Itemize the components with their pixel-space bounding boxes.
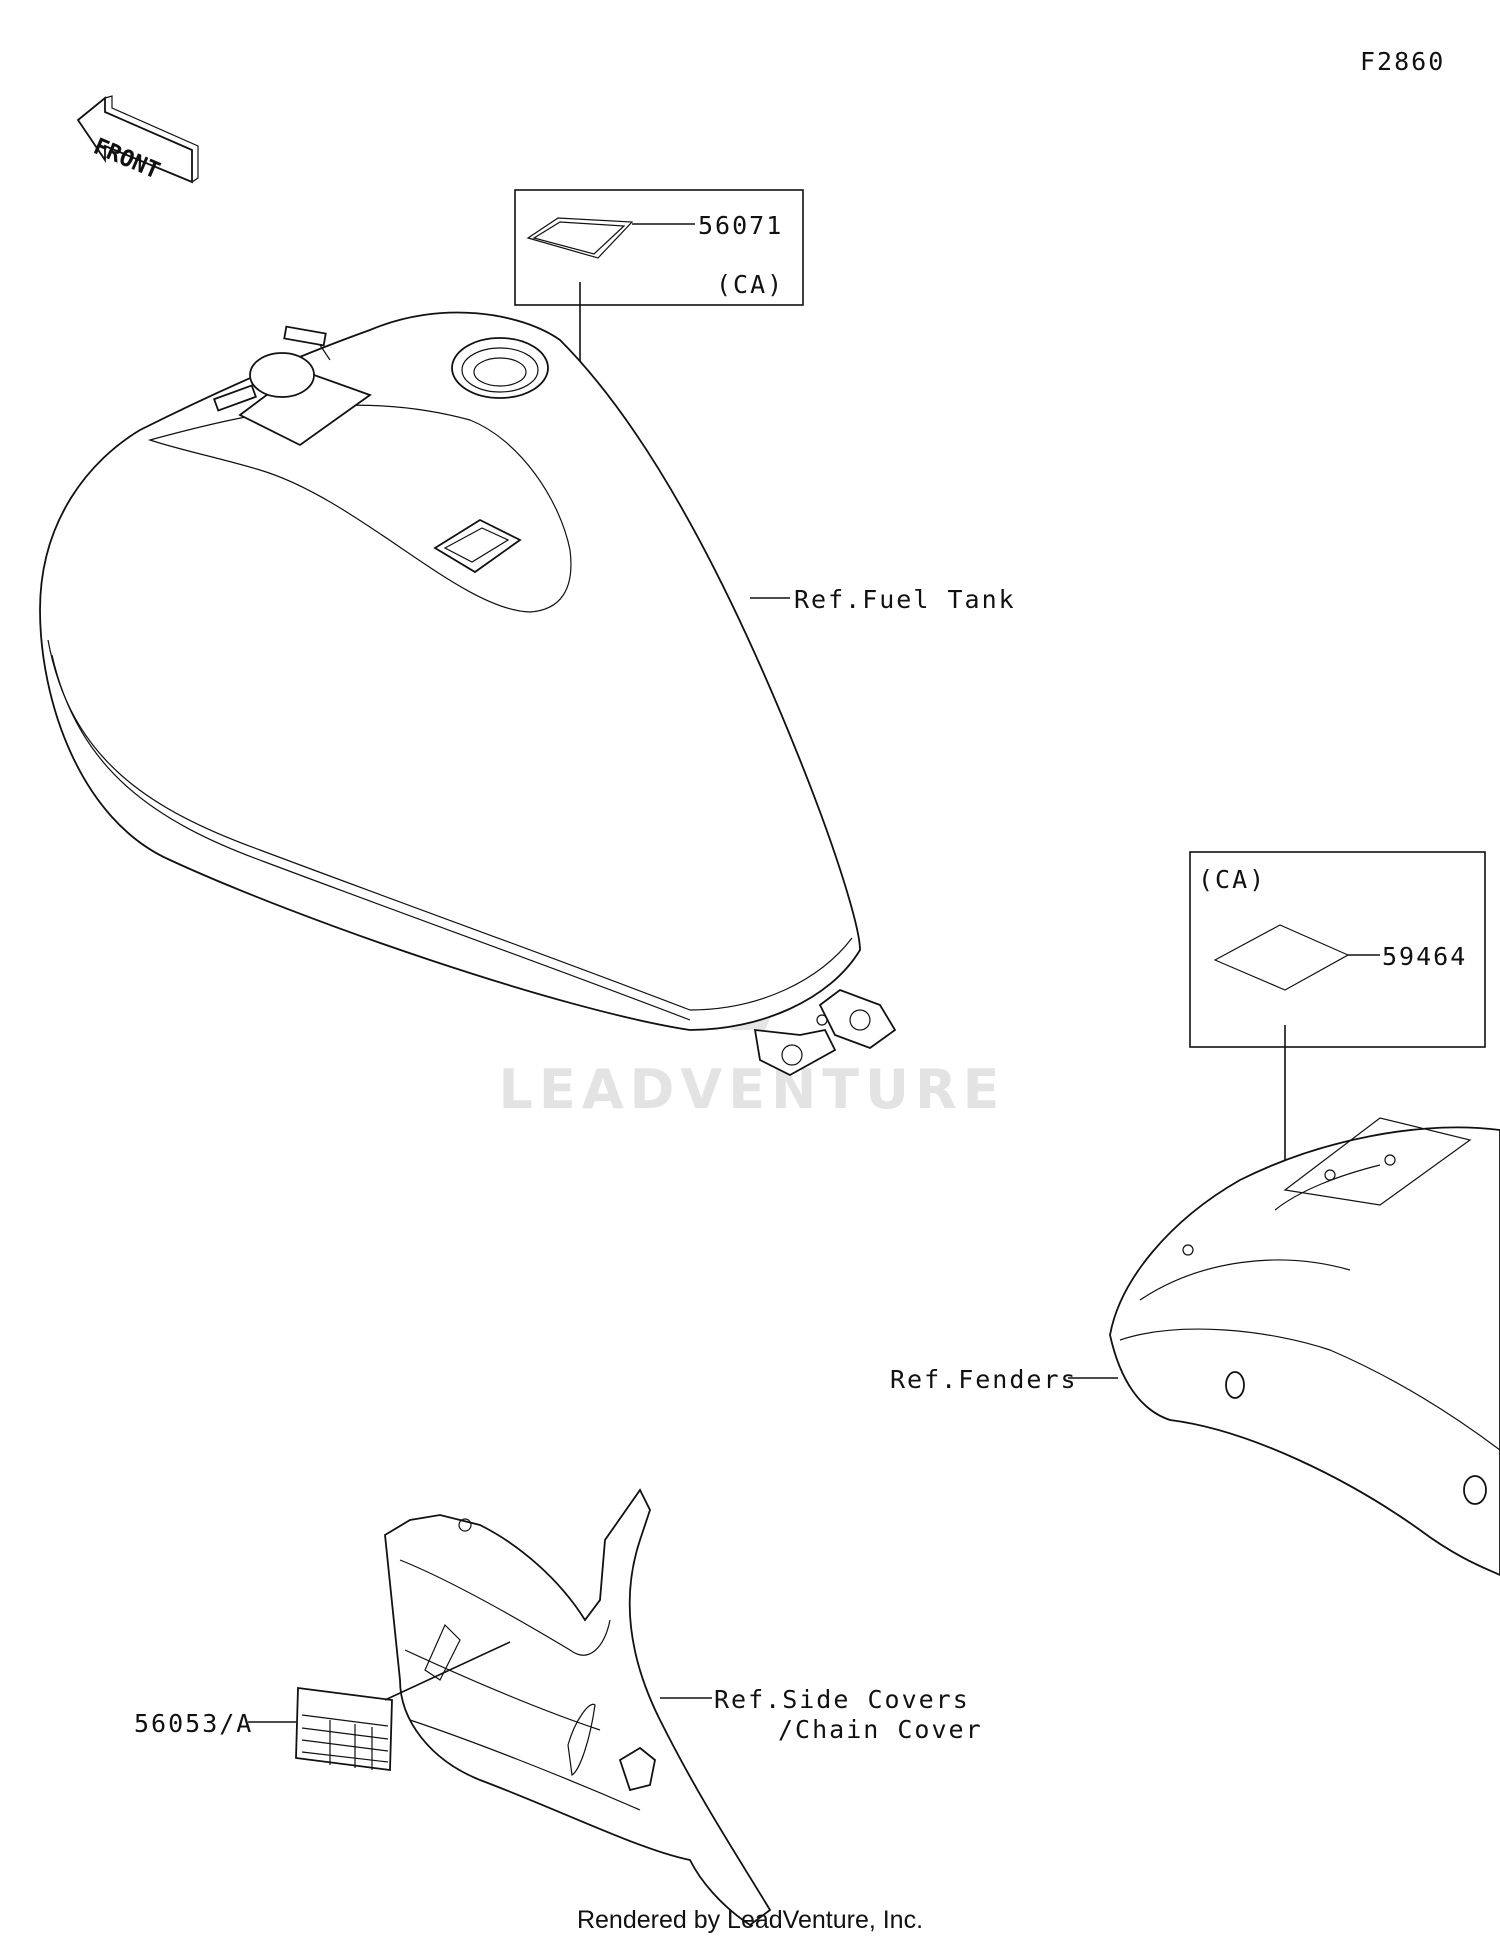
part-number-59464[interactable]: 59464 (1382, 942, 1467, 971)
ref-side-covers-line2[interactable]: /Chain Cover (778, 1715, 983, 1744)
part-number-56053a[interactable]: 56053/A (134, 1709, 253, 1738)
side-label-part: 56053/A (134, 1641, 511, 1772)
watermark-text: LEADVENTURE (499, 1058, 1006, 1121)
front-arrow-icon: FRONT (76, 95, 199, 185)
ref-fuel-tank[interactable]: Ref.Fuel Tank (794, 585, 1016, 614)
fuel-tank: Ref.Fuel Tank (39, 311, 1016, 1077)
rear-fender: Ref.Fenders (890, 1117, 1500, 1577)
ref-side-covers-line1[interactable]: Ref.Side Covers (714, 1685, 970, 1714)
ref-fenders[interactable]: Ref.Fenders (890, 1365, 1078, 1394)
callout-box-59464: (CA) 59464 (1189, 851, 1486, 1180)
callout-box-56071: 56071 (CA) (514, 189, 804, 448)
region-code-ca-fender: (CA) (1198, 865, 1266, 894)
footer-credit: Rendered by LeadVenture, Inc. (577, 1906, 923, 1934)
region-code-ca-tank: (CA) (716, 270, 784, 299)
side-cover: Ref.Side Covers /Chain Cover (384, 1488, 983, 1927)
part-number-56071[interactable]: 56071 (698, 211, 783, 240)
diagram-code: F2860 (1360, 47, 1445, 76)
